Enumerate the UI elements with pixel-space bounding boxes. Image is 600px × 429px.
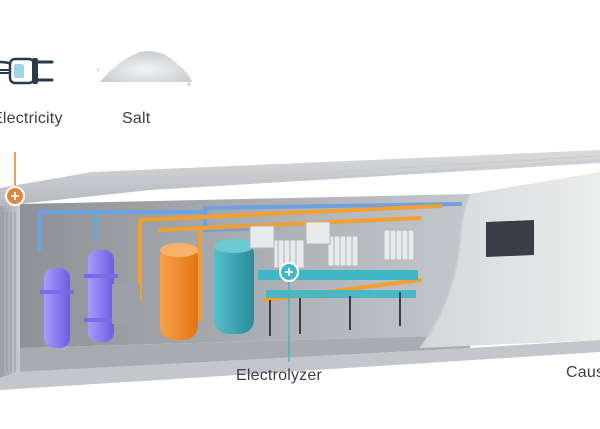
salt-label: Salt bbox=[122, 110, 151, 127]
caustic-label: Caus bbox=[566, 364, 600, 381]
electricity-label: Electricity bbox=[0, 110, 63, 127]
electrolyzer-label: Electrolyzer bbox=[236, 367, 322, 384]
teal-tank bbox=[214, 239, 254, 334]
caustic-tank bbox=[160, 243, 198, 340]
salt-pile-icon bbox=[96, 51, 192, 86]
power-plug-icon bbox=[0, 57, 54, 85]
purple-filter-vessels bbox=[40, 250, 140, 348]
electrolyzer-stacks bbox=[249, 221, 418, 336]
electricity-marker-icon bbox=[5, 186, 25, 206]
electrolyzer-marker-icon bbox=[279, 262, 299, 362]
